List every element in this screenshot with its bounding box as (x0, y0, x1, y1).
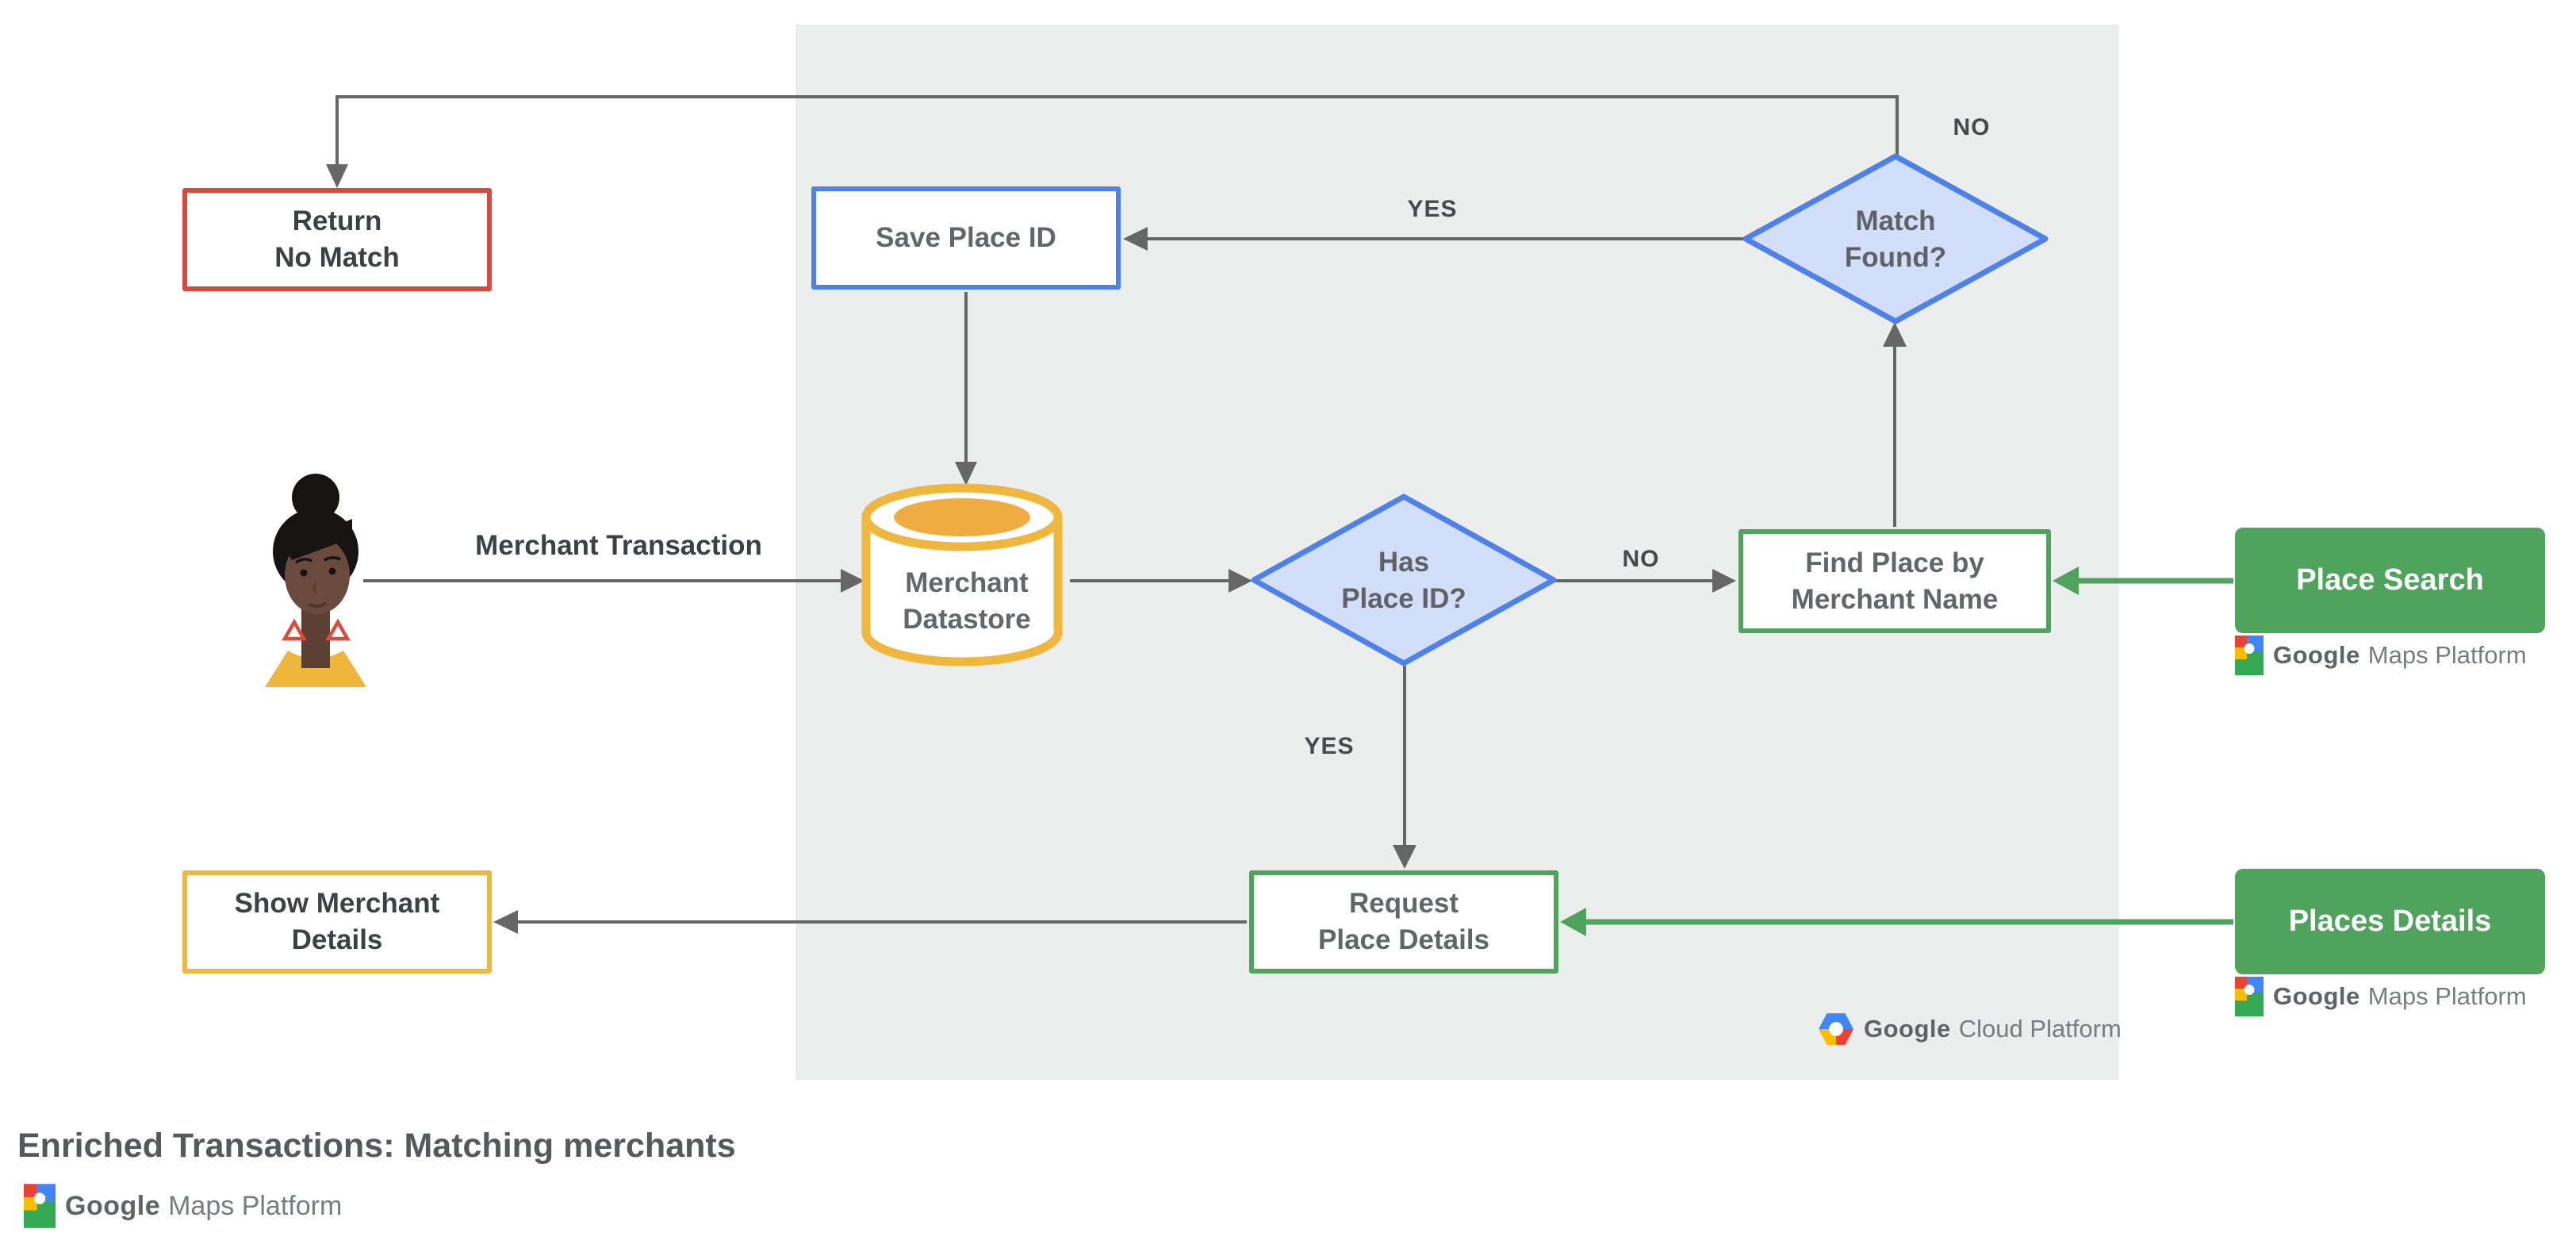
show-merchant-details-line1: Show Merchant (234, 888, 440, 919)
place-search-api-card: Place Search (2235, 528, 2545, 633)
gmp-logo-place-search: Google Maps Platform (2235, 636, 2527, 675)
merchant-transaction-label: Merchant Transaction (475, 530, 762, 561)
gmp-google-text: Google (65, 1190, 161, 1221)
gmp-logo-footer: Google Maps Platform (24, 1184, 342, 1228)
arrowhead-into-return (326, 164, 348, 188)
maps-pin-icon (2235, 636, 2264, 675)
avatar-illustration (265, 474, 366, 687)
match-found-line1: Match (1855, 205, 1936, 236)
find-place-line2: Merchant Name (1791, 583, 1999, 615)
find-place-box: Find Place by Merchant Name (1738, 529, 2051, 633)
has-place-id-line1: Has (1378, 547, 1430, 578)
merchant-datastore-line1: Merchant (905, 567, 1029, 598)
return-no-match-box: Return No Match (182, 188, 492, 291)
gmp-rest-text: Maps Platform (2367, 641, 2527, 669)
gcp-google-text: Google (1864, 1015, 1951, 1043)
gmp-google-text: Google (2273, 982, 2360, 1010)
has-place-id-line2: Place ID? (1341, 583, 1466, 614)
match-found-line2: Found? (1844, 242, 1947, 273)
arrowhead-into-show (493, 910, 518, 934)
places-details-label: Places Details (2288, 904, 2492, 938)
no-label-top: NO (1953, 114, 1991, 140)
save-place-id-label: Save Place ID (876, 222, 1056, 253)
request-place-details-line1: Request (1348, 888, 1459, 919)
return-no-match-line1: Return (292, 205, 382, 236)
place-search-label: Place Search (2296, 563, 2484, 597)
find-place-line1: Find Place by (1805, 547, 1984, 578)
merchant-datastore-label: Merchant Datastore (868, 554, 1066, 649)
diagram-title: Enriched Transactions: Matching merchant… (17, 1127, 736, 1165)
maps-pin-icon (2235, 977, 2264, 1016)
gmp-wordmark: Google Maps Platform (65, 1191, 342, 1222)
gcp-logo: Google Cloud Platform (1818, 1012, 2122, 1046)
gmp-google-text: Google (2273, 641, 2360, 669)
gmp-rest-text: Maps Platform (2367, 982, 2527, 1010)
yes-label-top: YES (1407, 196, 1458, 222)
has-place-id-label: Has Place ID? (1285, 528, 1523, 633)
save-place-id-box: Save Place ID (811, 186, 1121, 290)
yes-label-bottom: YES (1304, 733, 1355, 759)
gmp-wordmark: Google Maps Platform (2273, 982, 2527, 1011)
gmp-wordmark: Google Maps Platform (2273, 641, 2527, 670)
merchant-datastore-line2: Datastore (903, 604, 1031, 635)
show-merchant-details-line2: Details (291, 924, 383, 955)
cloud-hexagon-icon (1818, 1012, 1854, 1046)
maps-pin-icon (24, 1184, 56, 1228)
gcp-rest-text: Cloud Platform (1958, 1015, 2122, 1043)
request-place-details-line2: Place Details (1318, 924, 1489, 955)
request-place-details-box: Request Place Details (1249, 870, 1558, 974)
return-no-match-line2: No Match (274, 242, 400, 273)
no-label-mid: NO (1622, 546, 1660, 572)
show-merchant-details-box: Show Merchant Details (182, 870, 492, 974)
merchant-user-avatar (260, 470, 371, 690)
gmp-rest-text: Maps Platform (168, 1190, 343, 1221)
match-found-label: Match Found? (1777, 187, 2014, 292)
gmp-logo-places-details: Google Maps Platform (2235, 977, 2527, 1016)
places-details-api-card: Places Details (2235, 869, 2545, 974)
gcp-wordmark: Google Cloud Platform (1864, 1015, 2122, 1043)
